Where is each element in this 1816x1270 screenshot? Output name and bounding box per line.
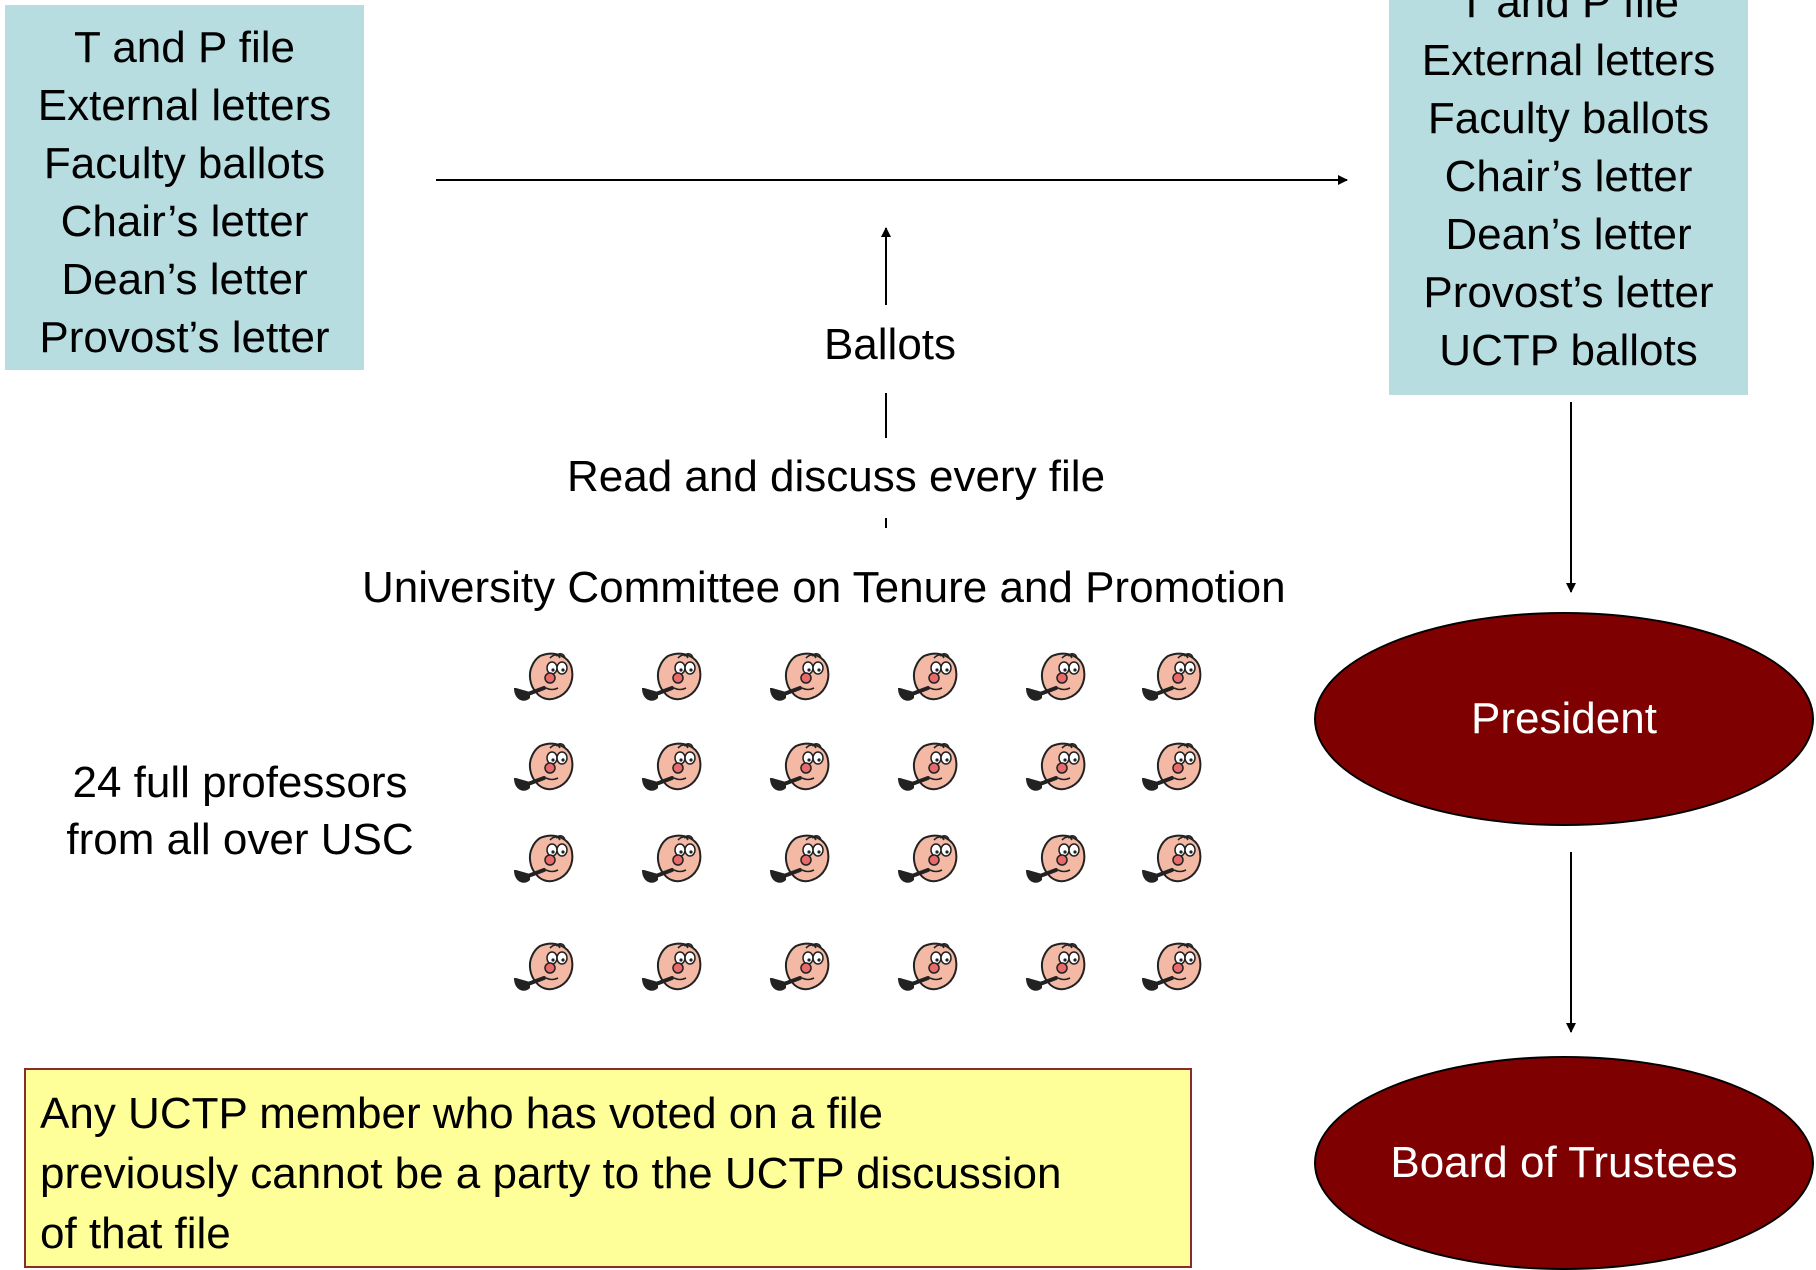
member-count-line-1: 24 full professors [72,758,408,807]
professor-with-pipe-icon [894,830,966,892]
professor-with-pipe-icon [1022,648,1094,710]
left-file-contents-box: T and P file External letters Faculty ba… [5,5,364,370]
right-box-line-3: Faculty ballots [1427,94,1710,143]
professor-with-pipe-icon [510,738,582,800]
professor-with-pipe-icon [1022,830,1094,892]
right-file-contents-box: T and P file External letters Faculty ba… [1389,0,1748,395]
professor-with-pipe-icon [510,938,582,1000]
professor-with-pipe-icon [766,938,838,1000]
president-label: President [1471,694,1657,743]
left-box-line-3: Faculty ballots [43,139,326,188]
board-of-trustees-node: Board of Trustees [1314,1056,1814,1270]
professor-with-pipe-icon [638,648,710,710]
professor-with-pipe-icon [766,738,838,800]
professor-with-pipe-icon [510,830,582,892]
professor-with-pipe-icon [1022,938,1094,1000]
professor-with-pipe-icon [638,938,710,1000]
professor-with-pipe-icon [638,738,710,800]
president-node: President [1314,612,1814,826]
member-count-line-2: from all over USC [66,815,414,864]
right-box-line-4: Chair’s letter [1444,152,1693,201]
professor-with-pipe-icon [638,830,710,892]
right-box-line-7: UCTP ballots [1439,326,1698,375]
left-box-line-6: Provost’s letter [39,313,330,362]
professor-with-pipe-icon [766,830,838,892]
professor-with-pipe-icon [1022,738,1094,800]
professor-with-pipe-icon [1138,938,1210,1000]
left-box-line-4: Chair’s letter [60,197,309,246]
note-line-3: of that file [40,1209,231,1258]
right-box-line-1: T and P file [1458,0,1679,27]
recusal-note: Any UCTP member who has voted on a file … [24,1068,1192,1268]
right-box-line-6: Provost’s letter [1423,268,1714,317]
professor-with-pipe-icon [894,648,966,710]
right-box-line-2: External letters [1421,36,1716,85]
left-box-line-2: External letters [37,81,332,130]
right-box-line-5: Dean’s letter [1445,210,1692,259]
read-discuss-label: Read and discuss every file [567,452,1106,501]
professor-with-pipe-icon [766,648,838,710]
left-box-line-5: Dean’s letter [61,255,308,304]
ballots-label: Ballots [823,320,957,369]
professor-with-pipe-icon [1138,830,1210,892]
professor-with-pipe-icon [894,938,966,1000]
professor-with-pipe-icon [1138,738,1210,800]
professor-with-pipe-icon [1138,648,1210,710]
note-line-2: previously cannot be a party to the UCTP… [40,1149,1062,1198]
left-box-line-1: T and P file [74,23,295,72]
board-label: Board of Trustees [1390,1138,1738,1187]
committee-title: University Committee on Tenure and Promo… [362,563,1286,612]
note-line-1: Any UCTP member who has voted on a file [40,1089,883,1138]
professor-with-pipe-icon [894,738,966,800]
member-count-label: 24 full professors from all over USC [40,754,440,868]
professor-with-pipe-icon [510,648,582,710]
